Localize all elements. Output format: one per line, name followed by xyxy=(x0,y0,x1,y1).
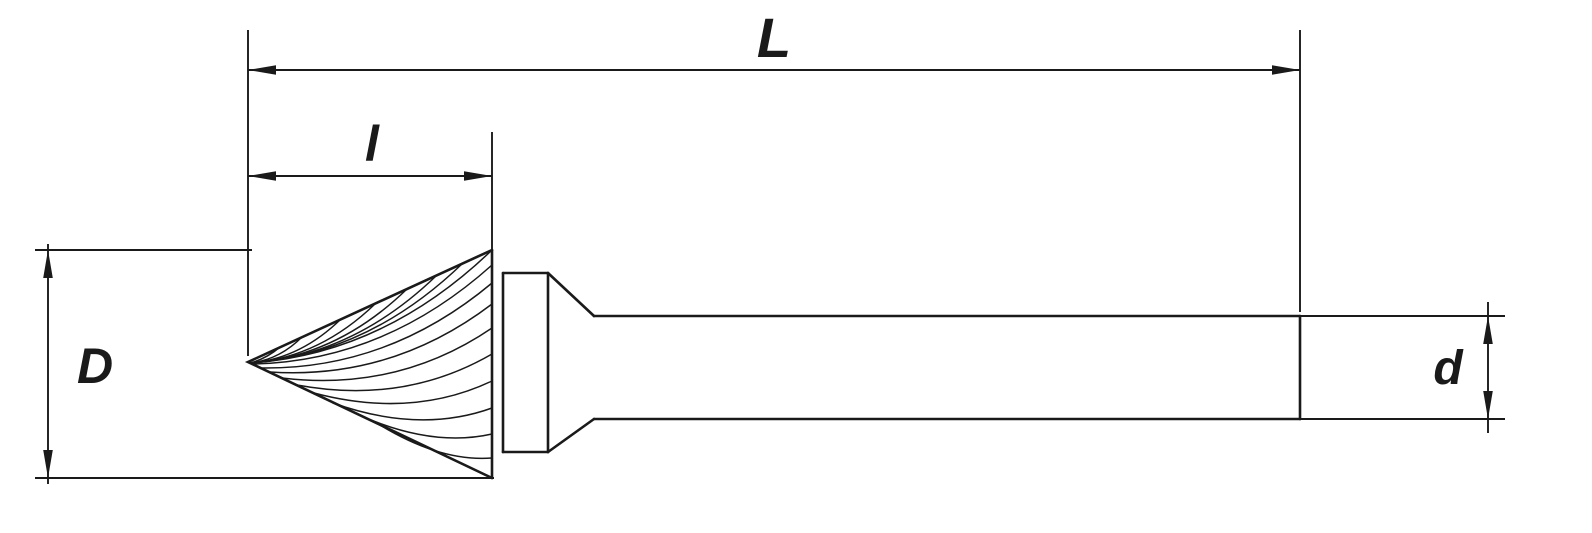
arrowhead-down xyxy=(1483,391,1493,419)
flute-lines xyxy=(249,249,493,460)
arrowhead-up xyxy=(43,250,53,278)
arrowhead-right xyxy=(464,171,492,181)
taper-bottom-edge xyxy=(546,417,596,454)
taper-top-edge xyxy=(546,271,596,318)
cone-head-outline xyxy=(244,248,494,480)
arrowhead-left xyxy=(248,171,276,181)
flute-line xyxy=(332,402,493,421)
dimension-shank-diameter: d xyxy=(1300,302,1505,433)
arrowhead-right xyxy=(1272,65,1300,75)
flute-line xyxy=(252,264,493,365)
flute-line xyxy=(259,282,493,369)
flute-line xyxy=(354,412,493,439)
arrowhead-up xyxy=(1483,316,1493,344)
dimension-head-length: l xyxy=(248,116,493,250)
label-overall-length: L xyxy=(757,6,791,69)
arrowhead-left xyxy=(248,65,276,75)
tool-outline xyxy=(244,248,1302,480)
flute-line xyxy=(313,380,493,405)
flute-line xyxy=(379,424,493,460)
label-head-length: l xyxy=(365,116,380,172)
dimension-overall-length: L xyxy=(247,6,1301,356)
dimension-head-diameter: D xyxy=(35,244,494,484)
flute-line xyxy=(281,327,493,382)
arrowhead-down xyxy=(43,450,53,478)
flute-line xyxy=(269,303,493,374)
label-shank-diameter: d xyxy=(1433,342,1464,395)
flute-line xyxy=(296,353,493,392)
label-head-diameter: D xyxy=(77,338,113,394)
flute-line xyxy=(249,249,493,364)
